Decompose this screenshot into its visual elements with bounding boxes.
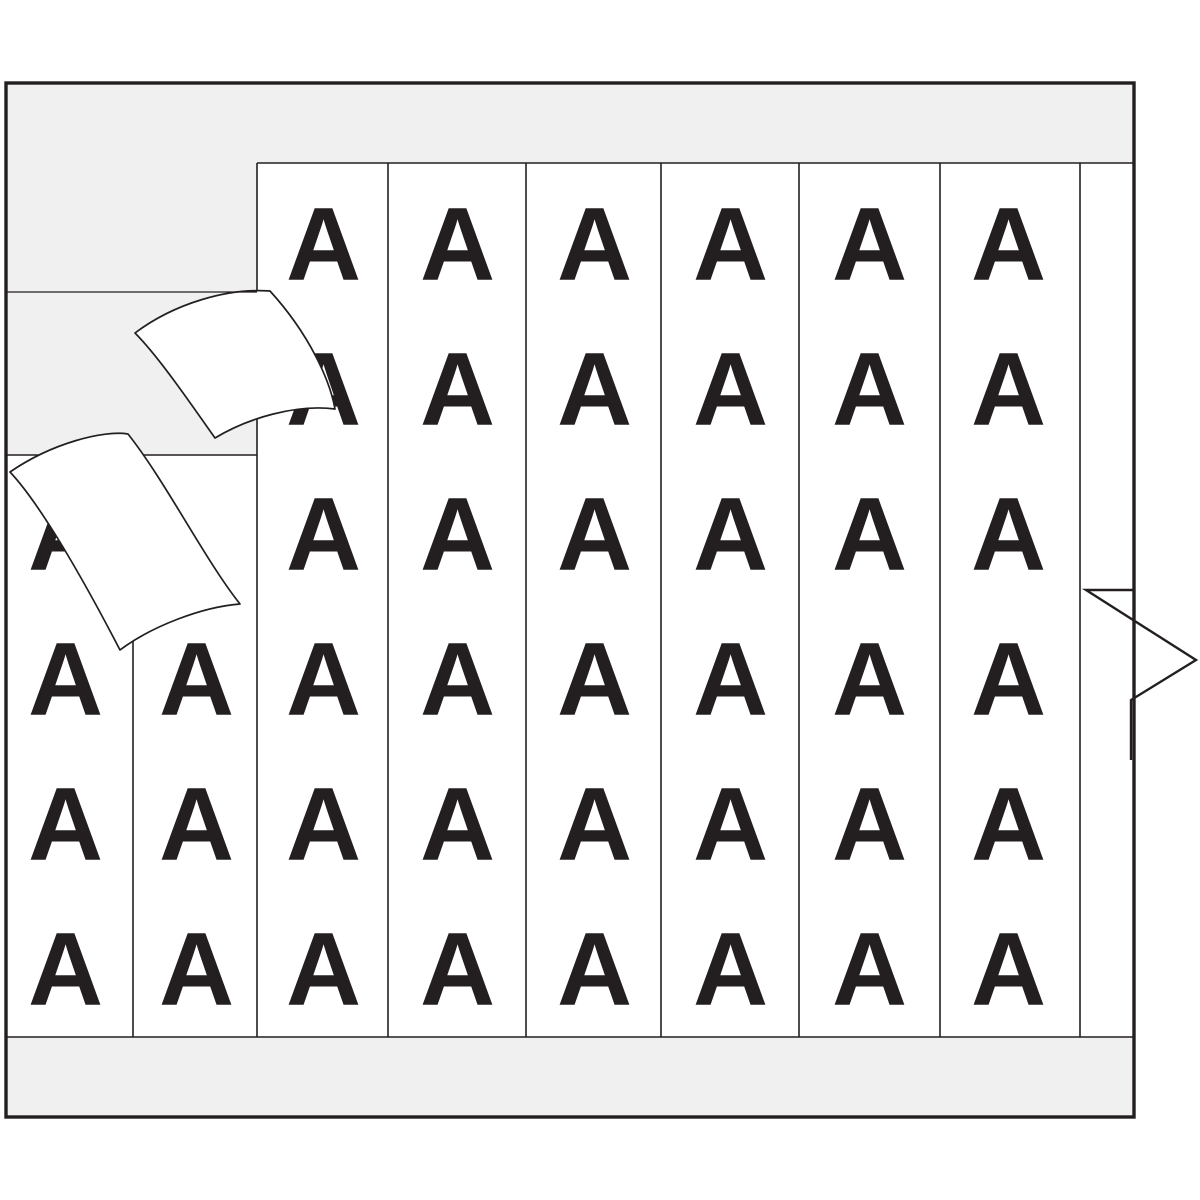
label-cell: A bbox=[693, 912, 767, 1028]
label-cell: A bbox=[693, 332, 767, 448]
right-edge-zigzag-icon bbox=[1081, 588, 1199, 760]
label-column-separators bbox=[6, 162, 1134, 1038]
peel-label-lower-surface bbox=[9, 432, 241, 651]
label-cell: A bbox=[557, 622, 631, 738]
label-cell: A bbox=[420, 912, 494, 1028]
label-cell: A bbox=[420, 332, 494, 448]
label-cell: A bbox=[286, 187, 360, 303]
label-cell: A bbox=[832, 767, 906, 883]
label-cell: A bbox=[832, 332, 906, 448]
label-cell: A bbox=[971, 477, 1045, 593]
label-cell: A bbox=[971, 767, 1045, 883]
label-cell: A bbox=[832, 187, 906, 303]
label-cell: A bbox=[693, 622, 767, 738]
peel-label-upper-surface bbox=[134, 289, 336, 439]
label-cell: A bbox=[557, 477, 631, 593]
label-cell: A bbox=[420, 477, 494, 593]
label-cell: A bbox=[971, 187, 1045, 303]
label-cell: A bbox=[971, 332, 1045, 448]
label-cell: A bbox=[159, 912, 233, 1028]
peel-label-upper[interactable] bbox=[134, 289, 336, 439]
label-cell: A bbox=[832, 912, 906, 1028]
label-cell: A bbox=[28, 622, 102, 738]
label-cell: A bbox=[832, 622, 906, 738]
label-cell: A bbox=[286, 477, 360, 593]
label-cell: A bbox=[557, 187, 631, 303]
label-cell: A bbox=[286, 912, 360, 1028]
label-cell: A bbox=[420, 767, 494, 883]
label-cell: A bbox=[557, 332, 631, 448]
peel-label-lower[interactable] bbox=[9, 432, 241, 651]
label-cell: A bbox=[286, 622, 360, 738]
label-cell: A bbox=[557, 767, 631, 883]
label-cell: A bbox=[971, 912, 1045, 1028]
printed-letters-grid: A A A A A A A A A A A A A A A A A A A A … bbox=[28, 187, 1046, 1028]
label-cell: A bbox=[159, 767, 233, 883]
label-cell: A bbox=[832, 477, 906, 593]
label-cell: A bbox=[557, 912, 631, 1028]
label-cell: A bbox=[693, 187, 767, 303]
label-cell: A bbox=[971, 622, 1045, 738]
label-cell: A bbox=[693, 767, 767, 883]
label-cell: A bbox=[28, 767, 102, 883]
label-cell: A bbox=[28, 912, 102, 1028]
label-cell: A bbox=[159, 622, 233, 738]
sheet-outer-border bbox=[4, 81, 1136, 1119]
label-cell: A bbox=[286, 767, 360, 883]
label-cell: A bbox=[420, 622, 494, 738]
label-cell: A bbox=[693, 477, 767, 593]
label-cell: A bbox=[420, 187, 494, 303]
